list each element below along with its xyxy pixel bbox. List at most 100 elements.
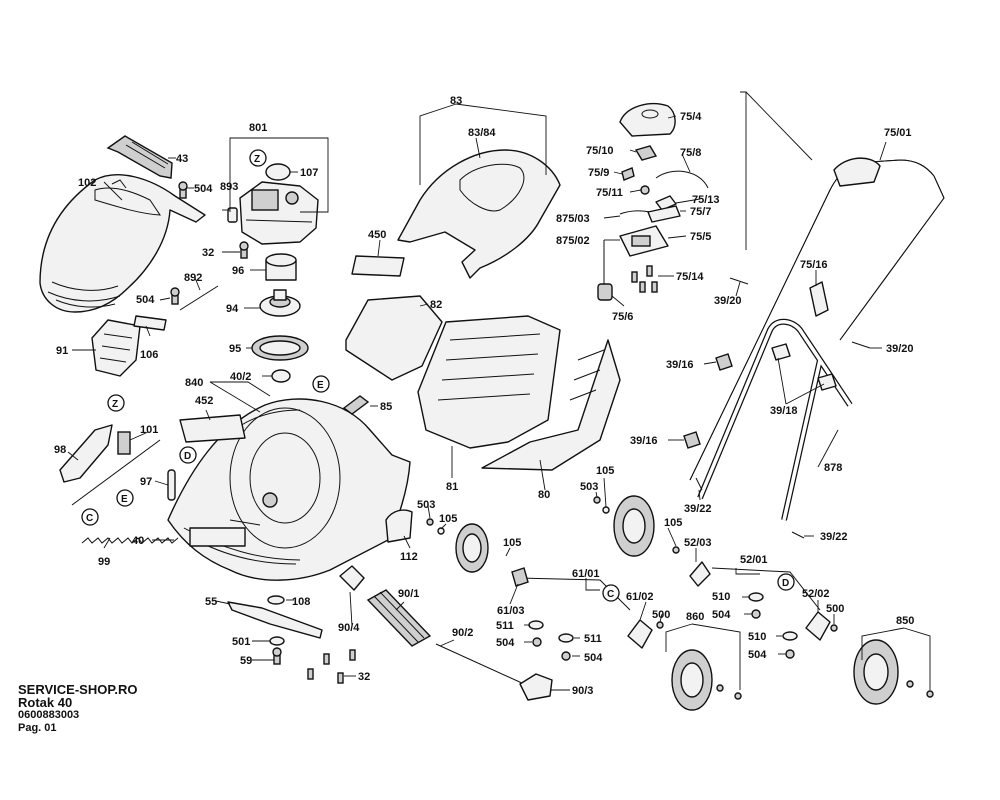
callout-75-6: 75/6 (612, 311, 633, 323)
callout-75-01: 75/01 (884, 127, 912, 139)
callout-500-left: 500 (652, 609, 670, 621)
washer-501 (269, 636, 285, 646)
screw-504-bottom-right (785, 649, 795, 659)
callout-511-right: 511 (584, 633, 602, 645)
part-52-02 (805, 611, 831, 641)
callout-105-right-washer: 105 (596, 465, 614, 477)
lever-101 (71, 431, 161, 506)
callout-32-bottom: 32 (358, 671, 370, 683)
callout-878: 878 (824, 462, 842, 474)
screw-39-20-left (729, 277, 749, 285)
callout-91: 91 (56, 345, 68, 357)
ref-marker-c-axle: C (602, 584, 620, 602)
callout-892: 892 (184, 272, 202, 284)
svg-text:E: E (121, 494, 128, 505)
callout-80: 80 (538, 489, 550, 501)
callout-61-01: 61/01 (572, 568, 600, 580)
knob-39-16-bottom (683, 431, 701, 449)
callout-43: 43 (176, 153, 188, 165)
screw-59 (272, 647, 282, 665)
switch-body-75-5 (619, 225, 669, 257)
callout-85: 85 (380, 401, 392, 413)
page-number: Pag. 01 (18, 722, 57, 734)
callout-875-02: 875/02 (556, 235, 590, 247)
rod-90-2 (435, 643, 525, 685)
callout-504-bottom: 504 (136, 294, 155, 306)
part-number: 0600883003 (18, 709, 80, 721)
screw-504-bottom (170, 287, 180, 305)
bracket-90-4 (339, 565, 365, 591)
callout-75-11: 75/11 (596, 187, 623, 199)
grass-catcher-81 (417, 315, 561, 449)
callout-39-18: 39/18 (770, 405, 798, 417)
knob-39-18-left (771, 343, 791, 361)
callout-112: 112 (400, 551, 418, 563)
callout-75-9: 75/9 (588, 167, 609, 179)
callout-83: 83 (450, 95, 462, 107)
callout-504-left: 504 (496, 637, 515, 649)
callout-83-84: 83/84 (468, 127, 496, 139)
callout-511-left: 511 (496, 620, 514, 632)
callout-99: 99 (98, 556, 110, 568)
motor-assembly-801 (239, 181, 319, 245)
axle-52-01 (711, 567, 821, 611)
callout-75-16: 75/16 (800, 259, 828, 271)
slide-106 (133, 315, 167, 331)
callout-850: 850 (896, 615, 914, 627)
callout-504-top-right: 504 (712, 609, 731, 621)
cap-107 (265, 163, 291, 181)
callout-40: 40 (132, 535, 144, 547)
part-500-right (830, 624, 838, 632)
callout-503-right: 503 (580, 481, 598, 493)
flap-82 (345, 295, 443, 381)
ref-marker-z-top: Z (249, 149, 267, 167)
callout-59: 59 (240, 655, 252, 667)
callout-75-7: 75/7 (690, 206, 711, 218)
blade-55 (227, 601, 323, 639)
part-52-03 (689, 561, 711, 587)
front-cover-102 (39, 174, 206, 313)
callout-96: 96 (232, 265, 244, 277)
screw-504-top (178, 181, 188, 199)
svg-text:C: C (607, 589, 614, 600)
callout-504-middle: 504 (584, 652, 603, 664)
washer-510-bottom (782, 631, 798, 641)
title-block: SERVICE-SHOP.RO Rotak 40 0600883003 Pag.… (18, 683, 137, 735)
callout-101: 101 (140, 424, 158, 436)
leader-lines (67, 91, 931, 691)
part-75-10 (634, 145, 658, 161)
callout-81: 81 (446, 481, 458, 493)
part-61-02 (627, 619, 653, 649)
svg-text:Z: Z (112, 399, 118, 410)
pulley-94 (259, 289, 301, 317)
callout-75-14: 75/14 (676, 271, 704, 283)
part-75-13 (655, 195, 677, 211)
callout-503-left: 503 (417, 499, 435, 511)
washer-511-right (558, 633, 574, 643)
callout-40-2: 40/2 (230, 371, 251, 383)
callout-105-left-wheel: 105 (503, 537, 521, 549)
callout-450: 450 (368, 229, 386, 241)
callout-510-top: 510 (712, 591, 730, 603)
svg-text:C: C (86, 513, 93, 524)
clip-97 (167, 469, 176, 501)
ref-marker-z-mid: Z (107, 394, 125, 412)
callout-75-10: 75/10 (586, 145, 614, 157)
callout-52-01: 52/01 (740, 554, 768, 566)
washer-511-left (528, 620, 544, 630)
callout-501: 501 (232, 636, 250, 648)
screw-503-right (593, 496, 601, 504)
callout-105-left-washer: 105 (439, 513, 457, 525)
grass-catcher-80 (481, 339, 621, 471)
screws-75-14 (631, 265, 658, 293)
screw-39-22-left (695, 477, 703, 491)
callout-61-02: 61/02 (626, 591, 654, 603)
upper-handle-75-01 (689, 157, 945, 481)
ref-marker-e-left: E (116, 489, 134, 507)
spring-99 (81, 537, 179, 544)
bearing-40-2 (271, 369, 291, 383)
callout-107: 107 (300, 167, 318, 179)
svg-text:D: D (782, 578, 789, 589)
lower-handle-878 (697, 318, 853, 521)
connector-75-6 (597, 283, 613, 301)
